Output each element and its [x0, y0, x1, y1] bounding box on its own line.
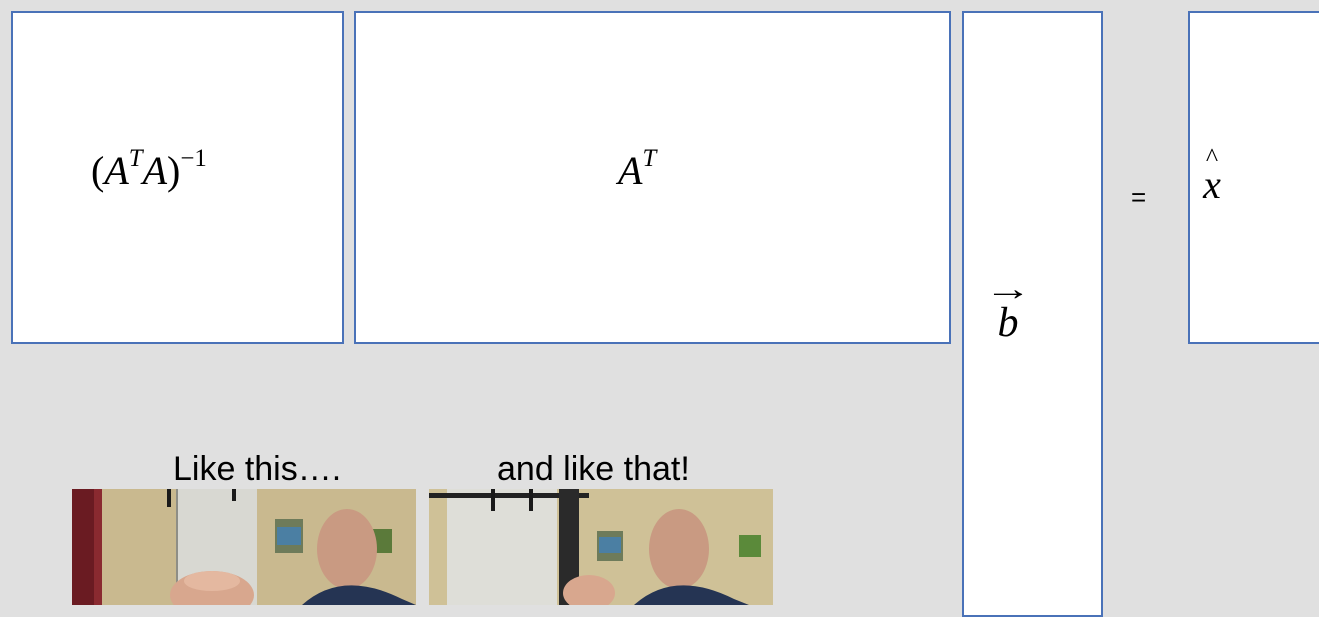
equals-sign: = — [1131, 182, 1147, 212]
result-x-hat-box: ^ x — [1188, 11, 1319, 344]
vector-b-label: → b — [984, 271, 1032, 347]
demo-photo-left — [72, 489, 416, 605]
transpose-matrix-box: AT — [354, 11, 951, 344]
caption-like-this: Like this…. — [173, 450, 342, 488]
inverse-gram-matrix-label: (ATA)−1 — [91, 144, 207, 193]
vector-b-box: → b — [962, 11, 1103, 617]
person-photo-icon — [429, 489, 773, 605]
person-photo-icon — [72, 489, 416, 605]
result-x-hat-label: ^ x — [1203, 143, 1221, 208]
caption-and-like-that: and like that! — [497, 450, 690, 488]
demo-photo-right — [429, 489, 773, 605]
transpose-matrix-label: AT — [618, 144, 657, 193]
inverse-gram-matrix-box: (ATA)−1 — [11, 11, 344, 344]
